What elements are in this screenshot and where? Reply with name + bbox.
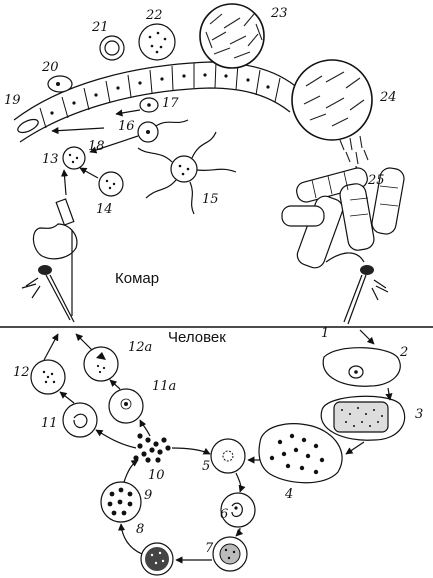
- stage-9-schizont: [100, 481, 142, 523]
- stage-25-salivary-glands: [281, 167, 405, 269]
- stage-11-gametocyte: [62, 402, 98, 438]
- label-17: 17: [162, 96, 179, 111]
- label-25: 25: [367, 173, 385, 188]
- label-13: 13: [42, 152, 59, 167]
- stage-11a-gametocyte: [108, 388, 144, 424]
- label-18: 18: [88, 139, 105, 154]
- label-10: 10: [148, 468, 165, 483]
- stage-2-liver-cell: [322, 347, 401, 387]
- label-4: 4: [284, 487, 293, 502]
- label-1: 1: [321, 326, 329, 341]
- stage-12-gametocyte: [30, 359, 66, 395]
- stage-5: [210, 438, 246, 474]
- label-5: 5: [202, 459, 210, 474]
- stage-8: [140, 542, 174, 576]
- label-12: 12: [13, 365, 30, 380]
- mosquito-label: Комар: [115, 270, 159, 287]
- label-23: 23: [270, 6, 288, 21]
- stage-7: [212, 536, 248, 572]
- stage-17: [139, 97, 159, 113]
- label-7: 7: [205, 541, 214, 556]
- label-8: 8: [136, 522, 144, 537]
- label-11: 11: [41, 416, 58, 431]
- label-11a: 11a: [152, 379, 176, 394]
- stage-4-merozoite-release: [258, 423, 343, 484]
- stage-15-exflagellation: [137, 131, 237, 215]
- stage-12a-gametocyte: [83, 346, 119, 382]
- stage-23-mature-oocyst: [199, 3, 265, 69]
- human-label: Человек: [168, 329, 226, 346]
- stage-19-ookinete-in-wall: [17, 118, 39, 134]
- label-19: 19: [4, 93, 21, 108]
- stage-3-liver-schizont: [320, 395, 406, 441]
- label-6: 6: [220, 507, 228, 522]
- stage-16: [137, 119, 189, 143]
- stage-13: [62, 146, 86, 170]
- label-15: 15: [202, 192, 219, 207]
- label-16: 16: [118, 119, 135, 134]
- stage-14: [98, 171, 124, 197]
- label-24: 24: [379, 90, 397, 105]
- label-22: 22: [145, 8, 163, 23]
- stage-24-bursting-oocyst: [291, 59, 373, 165]
- mosquito-proboscis-icon: [343, 265, 389, 325]
- label-20: 20: [41, 60, 59, 75]
- stage-6: [220, 492, 256, 528]
- stage-22-growing-oocyst: [138, 23, 176, 61]
- stage-21-oocyst: [99, 35, 125, 61]
- gut-wall: [13, 61, 301, 143]
- label-14: 14: [96, 202, 113, 217]
- label-21: 21: [91, 20, 109, 35]
- label-3: 3: [415, 407, 423, 422]
- stage-20-young-oocyst: [47, 75, 73, 93]
- mosquito-proboscis-icon: [21, 198, 78, 323]
- stage-10-merozoites: [133, 433, 171, 463]
- label-12a: 12a: [128, 340, 152, 355]
- label-2: 2: [399, 345, 408, 360]
- label-9: 9: [144, 488, 152, 503]
